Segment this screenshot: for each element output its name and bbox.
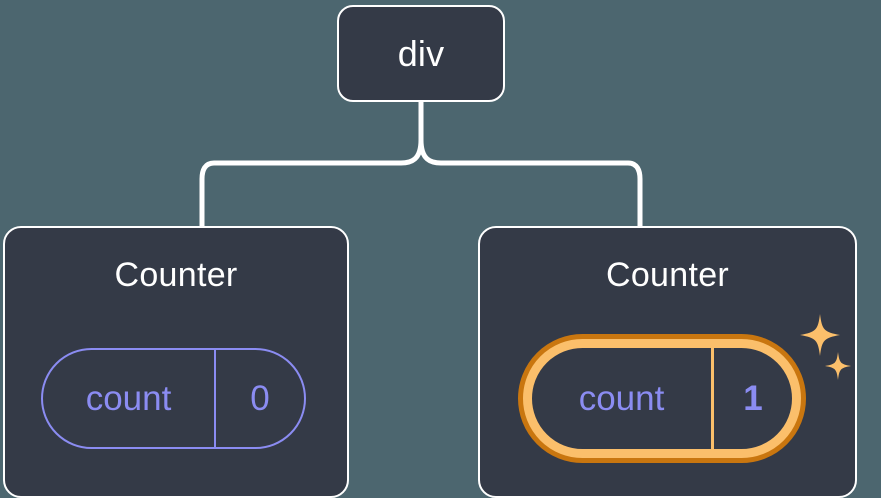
connector-branch-left bbox=[199, 137, 424, 229]
node-counter-left-title: Counter bbox=[114, 256, 238, 294]
state-key-left: count bbox=[43, 350, 216, 447]
state-value-left: 0 bbox=[250, 379, 270, 418]
node-counter-right-title: Counter bbox=[605, 256, 730, 294]
state-pill-count-right[interactable]: count 1 bbox=[518, 334, 806, 463]
state-key-right: count bbox=[532, 348, 714, 449]
state-value-right: 1 bbox=[743, 379, 763, 418]
connector-branch-right bbox=[418, 137, 643, 229]
node-div[interactable]: div bbox=[337, 5, 505, 102]
state-pill-outer-ring bbox=[518, 334, 806, 463]
state-pill-inner-ring: count 1 bbox=[523, 339, 801, 458]
state-pill-count-left[interactable]: count 0 bbox=[41, 348, 306, 449]
node-div-label: div bbox=[397, 32, 445, 74]
